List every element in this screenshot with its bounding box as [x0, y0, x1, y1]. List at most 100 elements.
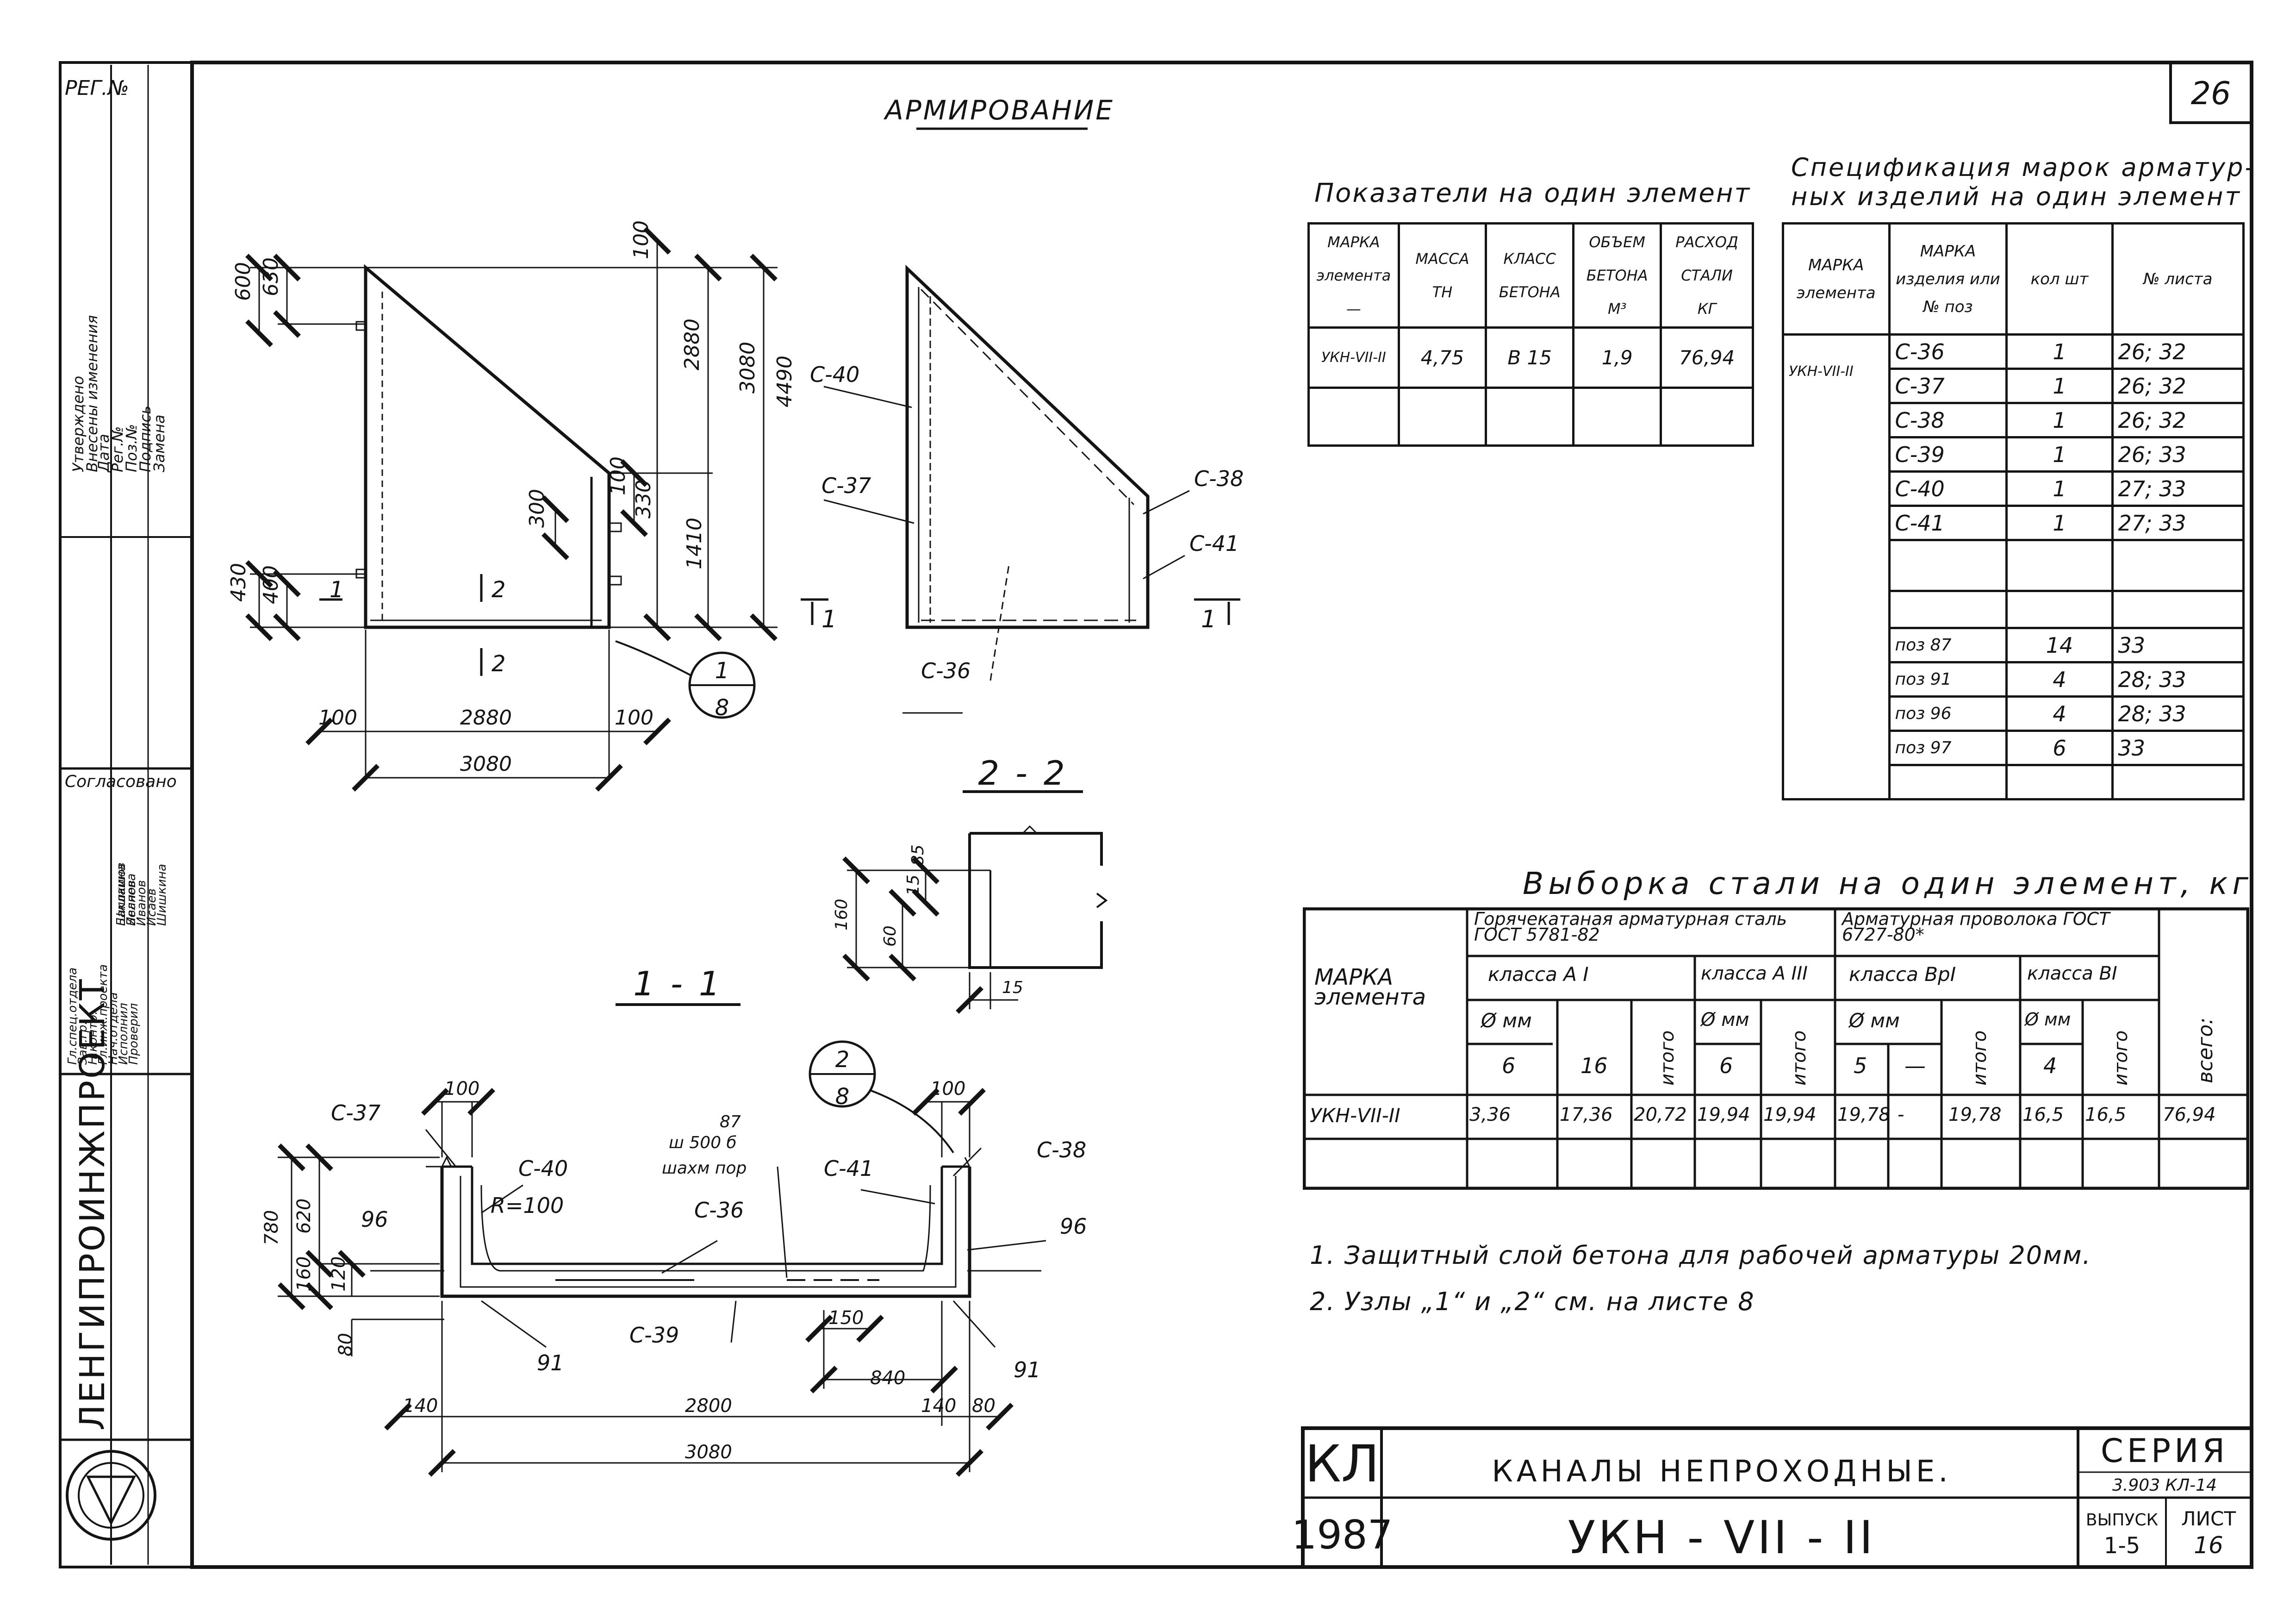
spec-cell	[1888, 590, 2008, 629]
indicators-value-cell: УКН-VII-II	[1307, 326, 1400, 389]
steel-row-cell: -	[1898, 1104, 1904, 1125]
title-kl: КЛ	[1305, 1434, 1380, 1493]
bar-label: С-40	[810, 362, 859, 387]
spec-cell: 6	[2005, 730, 2114, 766]
cut-mark: 1	[1201, 606, 1216, 633]
steel-header-itogo: итого	[1969, 1030, 1991, 1086]
header-line: ТН	[1432, 283, 1453, 301]
header-line: БЕТОНА	[1586, 267, 1648, 284]
steel-header-aiii: класса А III	[1701, 963, 1808, 984]
dimension-label: 620	[293, 1199, 315, 1234]
bar-label: С-37	[821, 473, 871, 498]
header-line: КЛАСС	[1503, 250, 1556, 268]
steel-header-hot: Горячекатаная арматурная сталь ГОСТ 5781…	[1474, 909, 1787, 945]
bar-label: 87	[720, 1112, 741, 1131]
spec-cell	[2111, 539, 2245, 592]
spec-cell: 28; 33	[2111, 695, 2245, 732]
steel-row-cell: 3,36	[1469, 1104, 1511, 1125]
spec-header-cell: МАРКА элемента	[1782, 222, 1891, 336]
steel-header-mark: МАРКА элемента	[1314, 964, 1426, 1011]
stamp-name: Шишкина	[155, 864, 169, 926]
section-title: 1 - 1	[633, 964, 722, 1003]
dimension-label: 780	[261, 1210, 282, 1245]
bar-label: С-37	[331, 1100, 380, 1125]
stamp-change-col: Рег.№	[109, 426, 126, 472]
stamp-reg: РЕГ.№	[65, 76, 129, 100]
header-line: МАРКА	[1327, 233, 1380, 251]
bar-label: С-38	[1037, 1137, 1086, 1162]
stamp-name: Иванов	[135, 880, 149, 926]
bar-label: С-41	[1189, 531, 1239, 556]
dimension-label: 100	[615, 706, 653, 730]
steel-row-cell: 20,72	[1634, 1104, 1687, 1125]
dimension-label: 330	[632, 480, 655, 518]
dimension-label: 2880	[680, 319, 704, 370]
stamp-name: Шишкина	[114, 864, 128, 926]
node-sheet: 8	[715, 695, 729, 721]
spec-cell: С-37	[1888, 368, 2008, 404]
section-title: 2 - 2	[978, 754, 1067, 793]
bar-label: С-36	[921, 658, 971, 683]
spec-cell: 1	[2005, 436, 2114, 473]
stamp-name: Беляева	[124, 874, 138, 926]
bar-label: 96	[361, 1207, 388, 1232]
spec-cell: 33	[2111, 627, 2245, 663]
series-value: 3.903 КЛ-14	[2112, 1476, 2217, 1495]
dimension-label: 120	[328, 1256, 349, 1292]
dimension-label: 15	[1002, 978, 1023, 997]
dimension-label: 60	[881, 925, 900, 947]
dimension-label: 3080	[460, 752, 512, 776]
title-mark: УКН - VII - II	[1568, 1512, 1876, 1564]
dimension-label: 3080	[736, 342, 759, 394]
spec-cell: поз 96	[1888, 695, 2008, 732]
bar-label: С-39	[629, 1323, 679, 1348]
title-block: КЛ 1987 КАНАЛЫ НЕПРОХОДНЫЕ. УКН - VII - …	[1292, 1426, 2253, 1569]
bar-label: 91	[537, 1350, 564, 1375]
spec-element-cell: УКН-VII-II	[1782, 333, 1891, 800]
stamp-role: Гл.спец.отдела	[66, 968, 80, 1065]
header-line: СТАЛИ	[1681, 267, 1733, 284]
dimension-label: 160	[293, 1256, 315, 1292]
steel-title: Выборка стали на один элемент, кг	[1523, 866, 2253, 901]
dimension-label: 100	[318, 706, 357, 730]
header-line: МАССА	[1415, 250, 1469, 268]
series-label: СЕРИЯ	[2101, 1432, 2228, 1470]
spec-header-cell: МАРКА изделия или № поз	[1888, 222, 2008, 336]
spec-cell: 14	[2005, 627, 2114, 663]
issue-label: ВЫПУСК	[2086, 1511, 2158, 1530]
sheet-label: ЛИСТ	[2181, 1507, 2236, 1530]
stamp-agreed: Согласовано	[65, 772, 177, 791]
spec-cell: 1	[2005, 470, 2114, 507]
steel-header-diam: Ø мм	[1849, 1009, 1900, 1032]
steel-diam-ai-16: 16	[1580, 1053, 1608, 1078]
spec-cell: С-38	[1888, 402, 2008, 438]
steel-header-itogo: итого	[2110, 1030, 2132, 1086]
spec-header-cell: № листа	[2111, 222, 2245, 336]
sheet-number: 26	[2191, 75, 2231, 112]
dimension-label: 80	[335, 1333, 356, 1356]
stamp-role: Гл.инж.проекта	[96, 964, 110, 1065]
spec-title-line-1: Спецификация марок арматур-	[1791, 153, 2256, 182]
bar-label: шахм пор	[662, 1159, 747, 1178]
steel-row-cell: 19,94	[1697, 1104, 1750, 1125]
header-line: БЕТОНА	[1499, 283, 1561, 301]
steel-header-wire: Арматурная проволока ГОСТ 6727-80*	[1842, 909, 2110, 945]
empty-cell	[1397, 387, 1487, 447]
indicators-value-cell: В 15	[1485, 326, 1575, 389]
indicators-value-cell: 76,94	[1660, 326, 1754, 389]
cut-mark: 2	[492, 577, 506, 603]
spec-cell: С-39	[1888, 436, 2008, 473]
steel-header-diam: Ø мм	[2025, 1009, 2071, 1030]
indicators-title: Показатели на один элемент	[1314, 178, 1751, 208]
stamp-name: Иванов	[124, 880, 138, 926]
dimension-label: 100	[606, 456, 630, 495]
cut-mark: 2	[492, 651, 506, 677]
dimension-label: 840	[870, 1368, 905, 1389]
